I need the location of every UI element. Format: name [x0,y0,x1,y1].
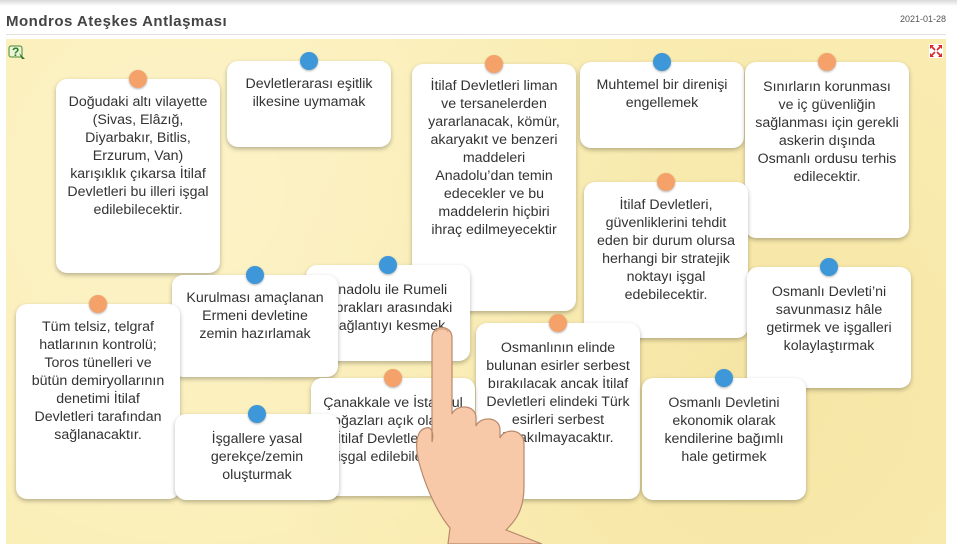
card-text: Osmanlı Devleti’ni savunmasız hâle getir… [766,284,892,354]
card[interactable]: İşgallere yasal gerekçe/zemin oluşturmak [175,405,339,500]
pin-icon [384,369,402,387]
pin-icon [820,258,838,276]
pin-icon [715,369,733,387]
card[interactable]: İtilaf Devletleri, güvenliklerini tehdit… [584,173,748,338]
pin-icon [248,405,266,423]
pin-icon [549,314,567,332]
card-text: İtilaf Devletleri, güvenliklerini tehdit… [596,197,735,303]
card[interactable]: Osmanlı Devleti’ni savunmasız hâle getir… [747,258,911,388]
divider [6,34,946,35]
pin-icon [485,55,503,73]
help-question-icon[interactable]: ? [8,43,26,61]
card-text: İşgallere yasal gerekçe/zemin oluşturmak [210,431,304,483]
board: ? Doğudaki altı vilayette (Sivas, Elâzığ… [6,39,946,544]
card-text: Osmanlının elinde bulunan esirler serbes… [486,340,630,446]
card-text: Sınırların korunması ve iç güvenliğin sa… [755,79,899,185]
card[interactable]: Doğudaki altı vilayette (Sivas, Elâzığ, … [56,70,220,273]
page-title: Mondros Ateşkes Antlaşması [6,13,228,30]
pin-icon [653,53,671,71]
pin-icon [818,53,836,71]
card-text: Osmanlı Devletini ekonomik olarak kendil… [664,395,784,465]
pin-icon [379,256,397,274]
pin-icon [89,295,107,313]
card[interactable]: Kurulması amaçlanan Ermeni devletine zem… [172,266,338,377]
card-text: Kurulması amaçlanan Ermeni devletine zem… [186,290,324,342]
card[interactable]: Osmanlı Devletini ekonomik olarak kendil… [642,369,806,500]
card-text: Tüm telsiz, telgraf hatlarının kontrolü;… [31,319,165,443]
pin-icon [657,173,675,191]
date-label: 2021-01-28 [899,14,946,24]
card[interactable]: Sınırların korunması ve iç güvenliğin sa… [745,53,909,238]
card[interactable]: Tüm telsiz, telgraf hatlarının kontrolü;… [16,295,180,499]
card-text: Doğudaki altı vilayette (Sivas, Elâzığ, … [67,94,209,218]
svg-text:?: ? [12,45,19,59]
card[interactable]: Muhtemel bir direnişi engellemek [580,53,744,148]
pin-icon [300,52,318,70]
card-text: Devletlerarası eşitlik ilkesine uymamak [245,76,373,110]
fullscreen-icon[interactable] [929,44,943,58]
card-text: Muhtemel bir direnişi engellemek [596,77,728,111]
card-text: İtilaf Devletleri liman ve tersanelerden… [428,78,560,238]
card-text: Anadolu ile Rumeli toprakları arasındaki… [323,282,453,334]
top-shadow [0,0,957,6]
pin-icon [246,266,264,284]
pointing-hand-icon [416,326,543,544]
card[interactable]: Devletlerarası eşitlik ilkesine uymamak [227,52,391,147]
pin-icon [129,70,147,88]
